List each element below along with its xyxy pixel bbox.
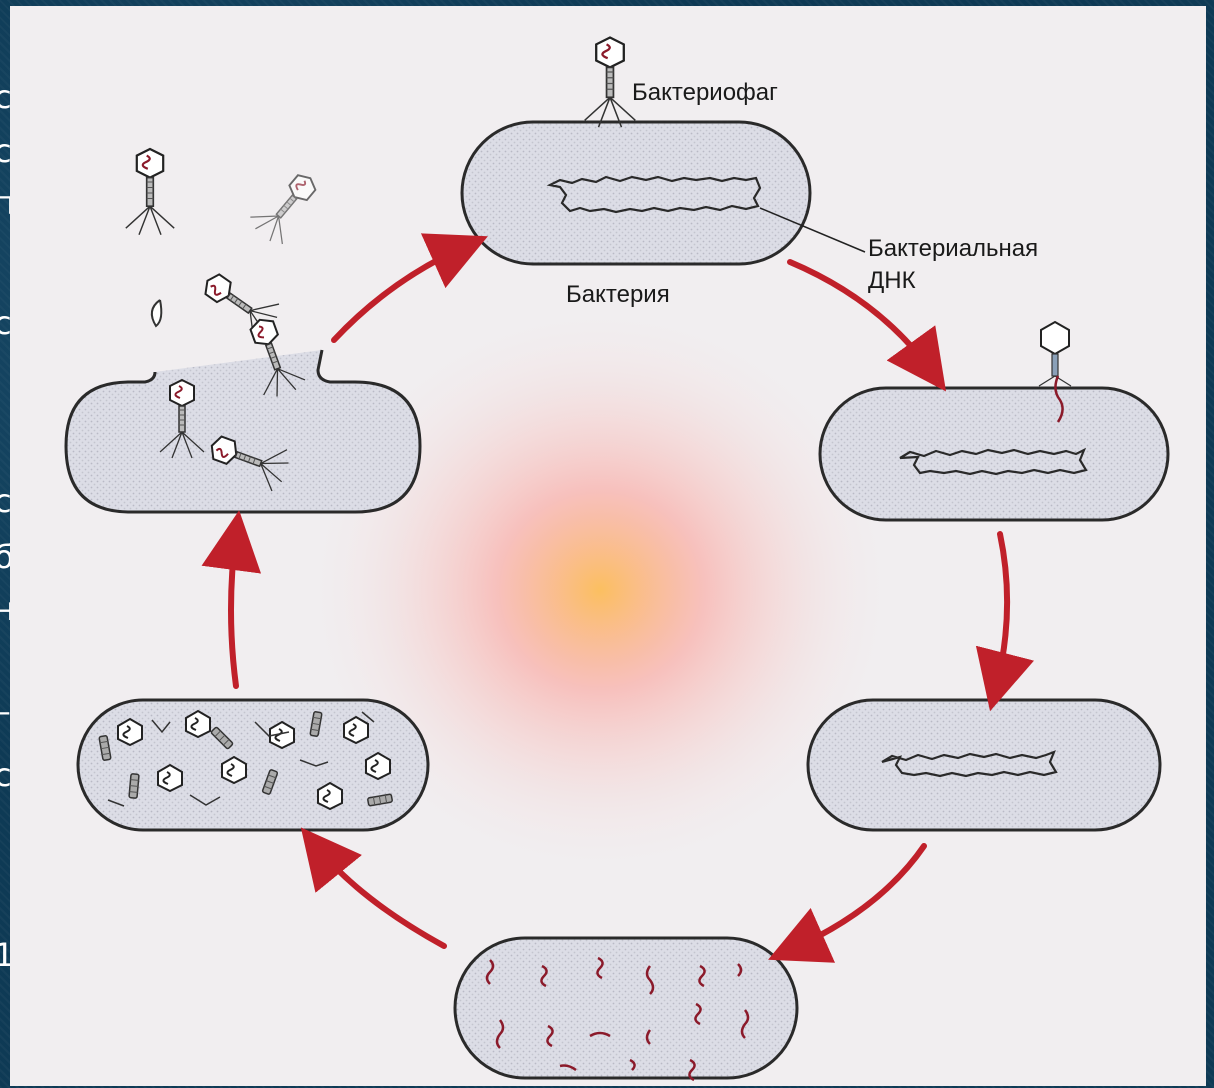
phage-head-icon	[158, 765, 182, 791]
edge-glyph-9: с	[0, 756, 12, 794]
edge-glyph-4: с	[0, 304, 12, 342]
phage-head-icon	[222, 757, 246, 783]
edge-glyph-8: г	[0, 700, 11, 738]
bacterium-cell	[455, 938, 797, 1078]
stage-assembly	[78, 700, 428, 830]
phage-head-icon	[366, 753, 390, 779]
stage-replication	[808, 700, 1160, 830]
stage-dna-synthesis	[455, 938, 797, 1080]
edge-glyph-1: с	[0, 78, 12, 116]
phage-head-icon	[344, 717, 368, 743]
bacterium-cell	[820, 388, 1168, 520]
phage-head-icon	[318, 783, 342, 809]
phage-tail-icon	[129, 774, 139, 799]
label-bacteriophage: Бактериофаг	[632, 79, 778, 106]
edge-glyph-2: с	[0, 132, 12, 170]
phage-head-icon	[186, 711, 210, 737]
phage-head-icon	[118, 719, 142, 745]
label-bacterium: Бактерия	[566, 281, 670, 308]
label-bacterial-dna-2: ДНК	[868, 267, 916, 294]
label-bacterial-dna-1: Бактериальная	[868, 235, 1038, 262]
edge-glyph-5: с	[0, 482, 12, 520]
bacterium-cell	[808, 700, 1160, 830]
